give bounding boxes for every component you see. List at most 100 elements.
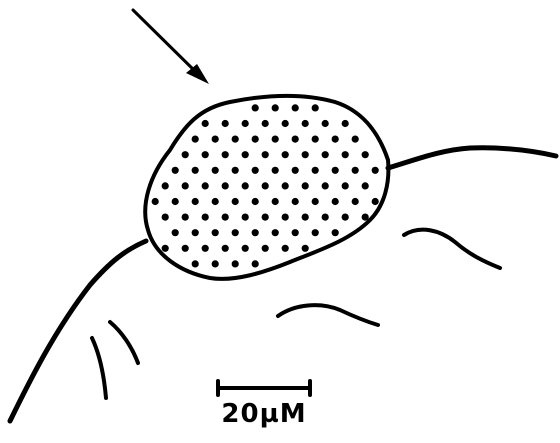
stipple-dot: [162, 245, 169, 252]
stipple-dot: [322, 182, 329, 189]
stipple-dot: [232, 136, 239, 143]
stipple-dot: [222, 120, 229, 127]
stipple-dot: [222, 151, 229, 158]
stipple-dot: [272, 229, 279, 236]
stipple-dot: [252, 198, 259, 205]
stipple-dot: [232, 198, 239, 205]
scale-bar-label: 20µM: [221, 399, 306, 429]
stipple-dot: [202, 245, 209, 252]
stipple-dot: [332, 167, 339, 174]
scale-bar: 20µM: [218, 381, 310, 429]
stipple-dot: [202, 214, 209, 221]
stipple-dot: [282, 120, 289, 127]
stipple-dot: [282, 214, 289, 221]
stipple-dot: [242, 151, 249, 158]
stipple-dot: [302, 214, 309, 221]
stipple-dot: [252, 104, 259, 111]
stipple-dot: [252, 229, 259, 236]
stipple-dot: [172, 198, 179, 205]
stipple-dot: [252, 136, 259, 143]
stipple-dot: [302, 151, 309, 158]
stipple-dot: [182, 182, 189, 189]
stipple-dot: [262, 120, 269, 127]
stipple-dot: [212, 229, 219, 236]
stipple-dot: [362, 214, 369, 221]
stipple-dot: [202, 120, 209, 127]
stipple-dot: [332, 136, 339, 143]
contour-stroke-middle: [278, 305, 378, 325]
stipple-dot: [282, 245, 289, 252]
stipple-dot: [292, 229, 299, 236]
stipple-dot: [262, 214, 269, 221]
stipple-dot: [242, 245, 249, 252]
stipple-dot: [312, 167, 319, 174]
stipple-dot: [312, 229, 319, 236]
stipple-dot: [182, 245, 189, 252]
stipple-dot: [292, 104, 299, 111]
stipple-dot: [162, 182, 169, 189]
stipple-dot: [312, 104, 319, 111]
stipple-dot: [252, 260, 259, 267]
stipple-dot: [262, 245, 269, 252]
stipple-dot: [162, 214, 169, 221]
stipple-dot: [322, 151, 329, 158]
stipple-dot: [322, 214, 329, 221]
stipple-dot: [202, 151, 209, 158]
stipple-dot: [292, 136, 299, 143]
stipple-dot: [252, 167, 259, 174]
stipple-dot: [212, 198, 219, 205]
stipple-dot: [332, 198, 339, 205]
stipple-dot: [372, 167, 379, 174]
stipple-dot: [342, 214, 349, 221]
arrow-icon: [133, 10, 209, 84]
stipple-dot: [192, 229, 199, 236]
stipple-dot: [332, 229, 339, 236]
stipple-dot: [352, 136, 359, 143]
stipple-dot: [192, 136, 199, 143]
stipple-dot: [192, 260, 199, 267]
stipple-dot: [282, 151, 289, 158]
stipple-dot: [292, 167, 299, 174]
stipple-dot: [242, 120, 249, 127]
stipple-dot: [232, 260, 239, 267]
stipple-dot: [372, 198, 379, 205]
stipple-dot: [342, 120, 349, 127]
stipple-dot: [202, 182, 209, 189]
stipple-dot: [232, 229, 239, 236]
stipple-dot: [182, 214, 189, 221]
stipple-dot: [212, 136, 219, 143]
stipple-dot: [292, 198, 299, 205]
stipple-dot: [352, 167, 359, 174]
tissue-surface-contour: [10, 241, 146, 421]
stipple-dot: [272, 198, 279, 205]
stipple-dot: [222, 245, 229, 252]
stipple-dot: [272, 167, 279, 174]
stipple-dot: [212, 167, 219, 174]
stipple-dot: [302, 245, 309, 252]
stipple-dot: [242, 214, 249, 221]
stipple-dot: [262, 182, 269, 189]
stipple-dot: [362, 151, 369, 158]
stipple-dot: [152, 198, 159, 205]
stipple-dot: [192, 167, 199, 174]
stipple-dot: [362, 182, 369, 189]
stipple-dot: [262, 151, 269, 158]
stipple-dot: [342, 182, 349, 189]
stipple-dot: [352, 198, 359, 205]
contour-stroke-left-inner: [110, 322, 138, 363]
stipple-dot: [212, 260, 219, 267]
stipple-dot: [172, 167, 179, 174]
stipple-dot: [302, 182, 309, 189]
stipple-dot: [172, 229, 179, 236]
stipple-dot: [222, 182, 229, 189]
stipple-dot: [282, 182, 289, 189]
stipple-dot: [222, 214, 229, 221]
stipple-dot: [322, 120, 329, 127]
contour-stroke-right: [404, 230, 500, 268]
stipple-dot: [302, 120, 309, 127]
tissue-surface-contour-right: [388, 148, 556, 168]
contour-stroke-left-outer: [92, 338, 106, 398]
stipple-dot: [272, 104, 279, 111]
